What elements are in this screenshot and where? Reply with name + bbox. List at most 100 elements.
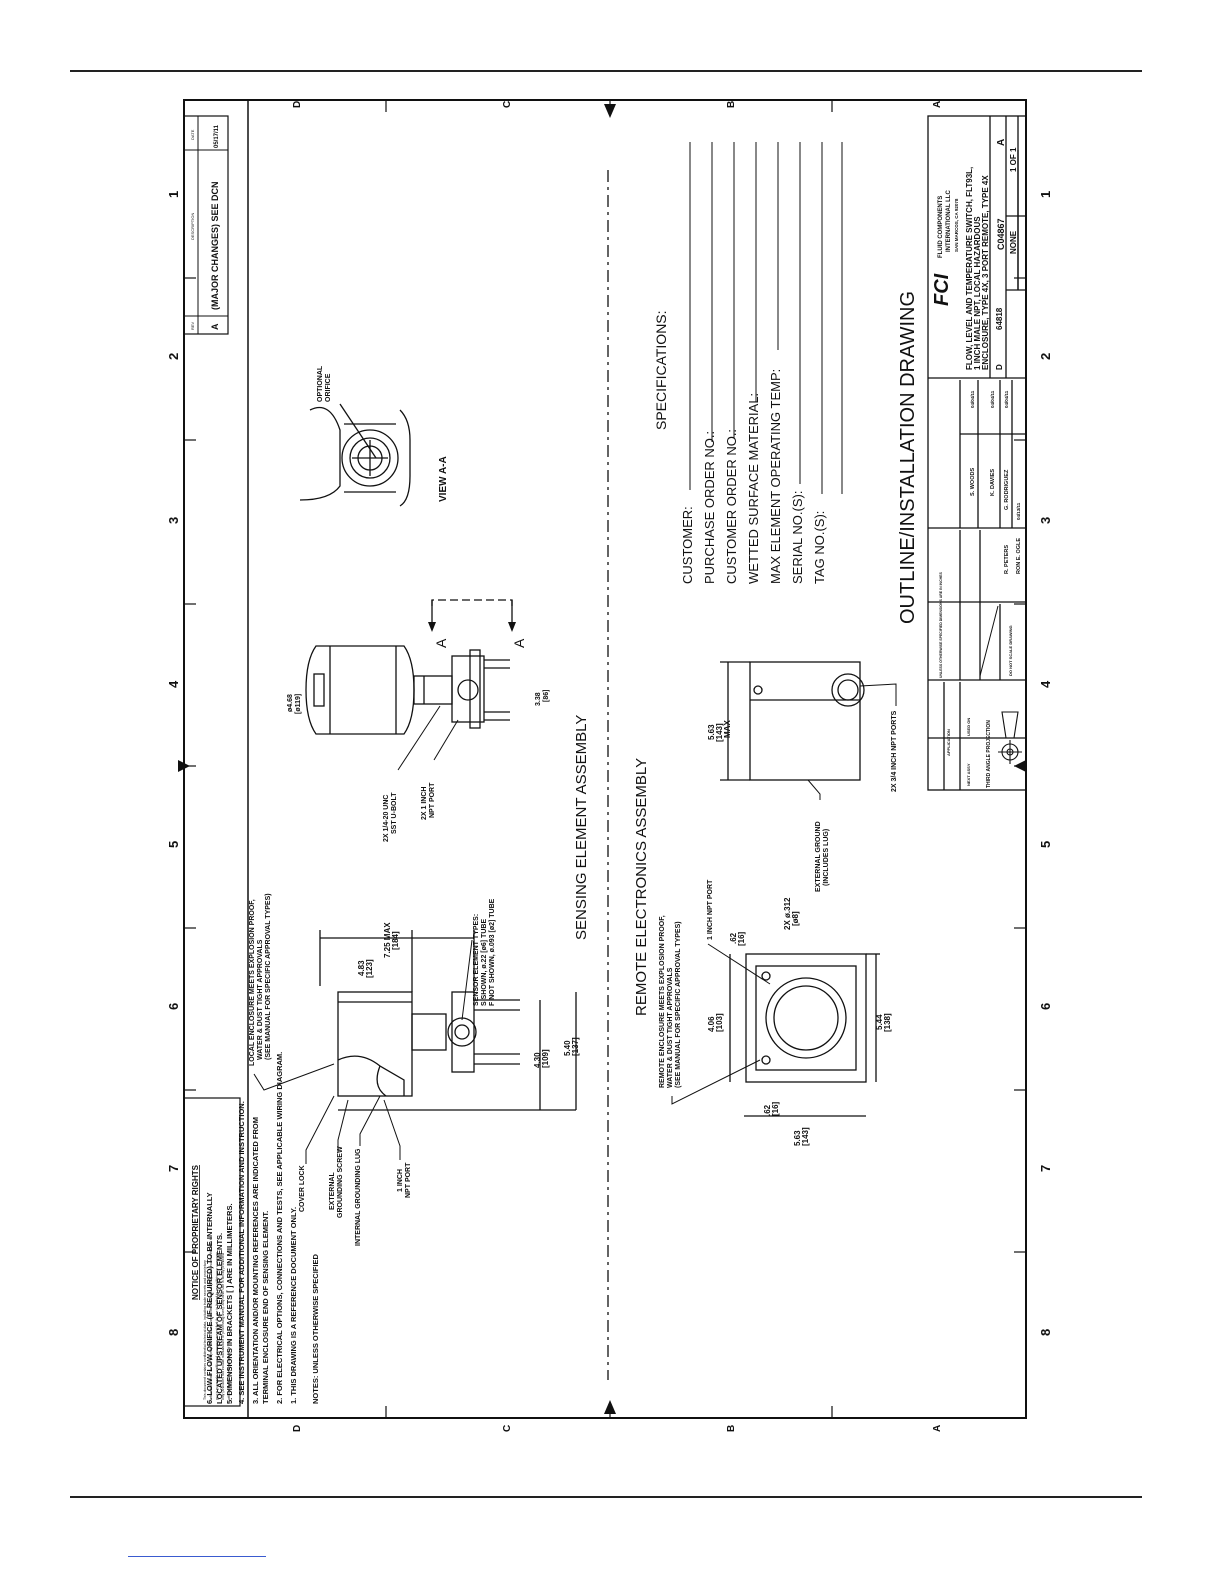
dim-406-mm: [103] (715, 1013, 724, 1032)
zone-num: 7 (166, 1165, 181, 1172)
dim-483: 4.83 (357, 960, 366, 976)
zone-letter: A (932, 101, 943, 108)
dim-312: 2X ø.312 (783, 897, 792, 930)
ubolt-label: SST U-BOLT (391, 792, 398, 834)
local-enclosure-note: WATER & DUST TIGHT APPROVALS (257, 939, 264, 1060)
leader (433, 719, 459, 761)
local-enclosure-note: (SEE MANUAL FOR SPECIFIC APPROVAL TYPES) (265, 893, 272, 1060)
proprietary-line: only (and does not include manufacture o… (221, 1253, 225, 1400)
center-arrow-left (178, 760, 190, 772)
view-aa-label: VIEW A-A (438, 456, 449, 502)
drawing-desc: FLOW, LEVEL AND TEMPERATURE SWITCH, FLT9… (965, 167, 974, 370)
leader (253, 1063, 335, 1091)
projection-symbol (998, 711, 1022, 764)
approval-date: 04/13/11 (1016, 502, 1021, 520)
note-line: 1. THIS DRAWING IS A REFERENCE DOCUMENT … (289, 1207, 298, 1404)
sensing-title: SENSING ELEMENT ASSEMBLY (573, 715, 590, 940)
center-arrow-right (1014, 760, 1026, 772)
zone-letter: A (932, 1425, 943, 1432)
sensor-types: S SHOWN, ø.22 [ø6] TUBE (481, 919, 488, 1006)
leader (807, 779, 821, 800)
zone-letter: C (502, 1425, 513, 1432)
dim-62a: .62 (729, 932, 738, 944)
zone-num: 5 (166, 841, 181, 848)
top-rule (70, 70, 1142, 72)
zone-letter: C (502, 101, 513, 108)
note-line: 2. FOR ELECTRICAL OPTIONS, CONNECTIONS A… (275, 1052, 284, 1404)
note-line: 6. LOW FLOW ORIFICE (IF REQUIRED) TO BE … (205, 1192, 214, 1404)
leader (397, 705, 441, 771)
npt2-label: 2X 1 INCH (421, 787, 428, 820)
fci-logo: FCI (931, 273, 953, 306)
approval-date: 04/04/11 (970, 390, 975, 408)
approver-name: G. RODRIGUEZ (1004, 469, 1010, 510)
zone-num: 8 (1038, 1329, 1053, 1336)
rev-header-rev: REV (190, 321, 195, 330)
sensing-side-view (319, 930, 577, 1111)
zone-num: 1 (166, 191, 181, 198)
dim-468: ø4.68 (287, 694, 294, 712)
note-line: 4. SEE INSTRUMENT MANUAL FOR ADDITIONAL … (237, 1101, 246, 1404)
rev-description: (MAJOR CHANGES) SEE DCN (210, 181, 220, 310)
size-value: D (995, 364, 1004, 370)
dim-540-mm: [137] (571, 1037, 580, 1056)
leader (859, 683, 897, 706)
tolerance-note: UNLESS OTHERWISE SPECIFIED DIMENSIONS AR… (939, 572, 943, 678)
ext-ground-screw: EXTERNAL (329, 1172, 336, 1210)
dim-338: 3.38 (535, 692, 542, 706)
zone-num: 2 (1038, 353, 1053, 360)
note-line: TERMINAL ENCLOSURE END OF SENSING ELEMEN… (261, 1211, 270, 1404)
remote-ext-ground: EXTERNAL GROUND (815, 821, 822, 892)
dim-563: 5.63 (793, 1130, 802, 1146)
dim-62b-mm: [16] (771, 1101, 780, 1116)
dim-725: 7.25 MAX (383, 922, 392, 958)
proprietary-line: you is expressly conditioned upon your a… (215, 1252, 219, 1400)
revision-block: DATE DESCRIPTION REV A (MAJOR CHANGES) S… (183, 115, 229, 335)
approver-name: K. DAVIES (990, 469, 996, 496)
zone-num: 3 (166, 517, 181, 524)
section-label: A (433, 638, 449, 648)
dim-62b: .62 (763, 1104, 772, 1116)
zone-numbers: 1 2 3 4 5 6 7 8 1 2 3 4 5 6 7 8 (166, 191, 1053, 1336)
tb-diagonal (979, 605, 999, 677)
dim-563max: 5.63 (707, 724, 716, 740)
dim-338-mm: [86] (543, 690, 550, 702)
remote-ports: 2X 3/4 INCH NPT PORTS (891, 710, 898, 792)
footer-link-underline[interactable] (128, 1556, 266, 1557)
dim-563max-max: MAX (723, 720, 732, 738)
zone-letter: B (726, 1425, 737, 1432)
spec-fields: CUSTOMER: PURCHASE ORDER NO.: CUSTOMER O… (680, 369, 827, 584)
ubolt-label: 2X 1/4-20 UNC (383, 795, 390, 842)
remote-side-view (720, 661, 865, 781)
zone-num: 6 (166, 1003, 181, 1010)
rev-value: A (210, 323, 220, 330)
cover-lock-label: COVER LOCK (299, 1165, 306, 1212)
zone-num: 5 (1038, 841, 1053, 848)
dim-544-mm: [138] (883, 1013, 892, 1032)
remote-front-view (729, 953, 880, 1117)
orifice-label: OPTIONAL (317, 365, 324, 402)
dim-563max-mm: [143] (715, 723, 724, 742)
remote-ext-ground: (INCLUDES LUG) (823, 829, 830, 886)
proprietary-title: NOTICE OF PROPRIETARY RIGHTS (191, 1164, 200, 1300)
remote-enclosure-note: (SEE MANUAL FOR SPECIFIC APPROVAL TYPES) (675, 921, 682, 1088)
proprietary-line: information which are the property of Fl… (209, 1237, 213, 1400)
dim-483-mm: [123] (365, 959, 374, 978)
dim-540: 5.40 (563, 1040, 572, 1056)
zone-num: 3 (1038, 517, 1053, 524)
int-ground-lug: INTERNAL GROUNDING LUG (355, 1148, 362, 1246)
leader (461, 939, 473, 1021)
approval-date: 04/04/11 (990, 390, 995, 408)
spec-material: WETTED SURFACE MATERIAL: (746, 393, 761, 584)
remote-title: REMOTE ELECTRONICS ASSEMBLY (633, 758, 650, 1016)
dim-312-mm: [ø8] (791, 911, 800, 926)
title-block (927, 115, 1027, 791)
note-line: 5. DIMENSIONS IN BRACKETS [ ] ARE IN MIL… (225, 1203, 234, 1404)
spec-co: CUSTOMER ORDER NO.: (724, 429, 739, 584)
spec-lines (689, 142, 843, 494)
zone-num: 4 (1038, 680, 1053, 688)
section-label: A (511, 638, 527, 648)
section-arrow (428, 622, 436, 632)
npt2-label: NPT PORT (429, 782, 436, 818)
